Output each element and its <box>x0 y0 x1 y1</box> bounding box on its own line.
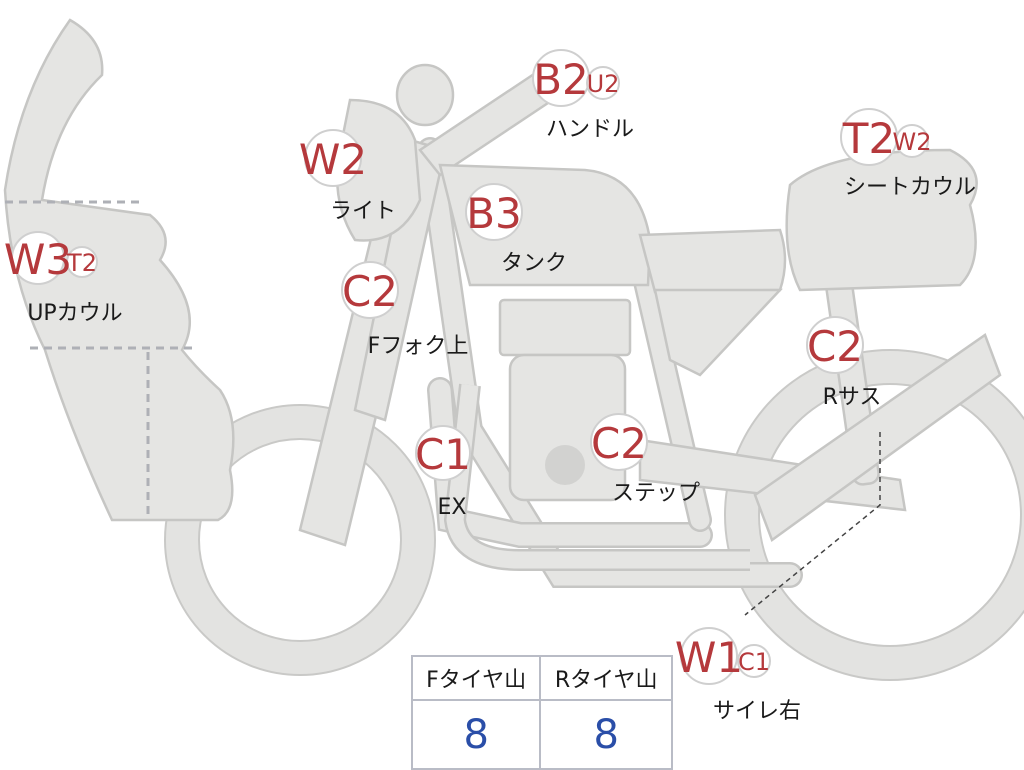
label-up-cowl: UPカウル <box>27 301 122 326</box>
engine <box>498 298 632 502</box>
tire-tread-table: Fタイヤ山 Rタイヤ山 8 8 <box>410 655 673 770</box>
rear-tire-value: 8 <box>539 699 673 770</box>
upper-cowl-shape <box>3 18 235 522</box>
muffler-leader-line <box>744 432 881 616</box>
seat <box>638 228 787 294</box>
front-wheel <box>164 404 436 676</box>
grade-f-fork: C2 <box>342 267 398 316</box>
label-r-sus: Rサス <box>823 385 882 410</box>
cowl-panel-lines <box>5 200 195 515</box>
marker-muffler: W1 C1 サイレ右 <box>675 627 801 724</box>
grade-ex: C1 <box>415 430 471 479</box>
rear-tire-header: Rタイヤ山 <box>539 655 673 701</box>
rear-wheel <box>724 349 1024 681</box>
grade-seat-cowl: T2 <box>842 114 895 163</box>
marker-f-fork: C2 Fフォク上 <box>341 261 469 359</box>
marker-ex: C1 EX <box>415 425 471 520</box>
label-f-fork: Fフォク上 <box>368 334 469 359</box>
marker-light: W2 ライト <box>299 129 396 224</box>
grade-handle: B2 <box>533 55 589 104</box>
grade-step: C2 <box>591 419 647 468</box>
marker-handle: B2 U2 ハンドル <box>532 49 634 142</box>
subgrade-up-cowl: T2 <box>66 249 97 277</box>
marker-tank: B3 タンク <box>465 183 567 276</box>
label-light: ライト <box>330 199 396 224</box>
label-tank: タンク <box>501 251 567 276</box>
grade-r-sus: C2 <box>807 322 863 371</box>
front-tire-value: 8 <box>410 699 542 770</box>
marker-seat-cowl: T2 W2 シートカウル <box>840 108 976 200</box>
marker-up-cowl: W3 T2 UPカウル <box>4 231 123 326</box>
label-muffler: サイレ右 <box>713 699 801 724</box>
headlight <box>335 98 422 242</box>
mirror <box>395 63 455 127</box>
front-tire-header: Fタイヤ山 <box>410 655 542 701</box>
grade-tank: B3 <box>466 189 522 238</box>
tire-table-value-row: 8 8 <box>410 699 673 770</box>
grade-up-cowl: W3 <box>4 235 72 284</box>
subgrade-seat-cowl: W2 <box>893 128 932 156</box>
muffler <box>753 333 1002 542</box>
tire-table-header-row: Fタイヤ山 Rタイヤ山 <box>410 655 673 701</box>
grade-muffler: W1 <box>675 633 743 682</box>
label-ex: EX <box>438 495 467 520</box>
label-handle: ハンドル <box>546 117 634 142</box>
subgrade-muffler: C1 <box>738 648 770 676</box>
marker-step: C2 ステップ <box>590 413 700 506</box>
label-seat-cowl: シートカウル <box>844 175 976 200</box>
seat-cowl-shape <box>785 148 978 292</box>
side-cover <box>653 288 783 377</box>
marker-r-sus: C2 Rサス <box>806 316 882 410</box>
subgrade-handle: U2 <box>587 70 620 98</box>
grade-light: W2 <box>299 135 367 184</box>
label-step: ステップ <box>612 481 700 506</box>
exhaust-pipe <box>444 383 750 571</box>
